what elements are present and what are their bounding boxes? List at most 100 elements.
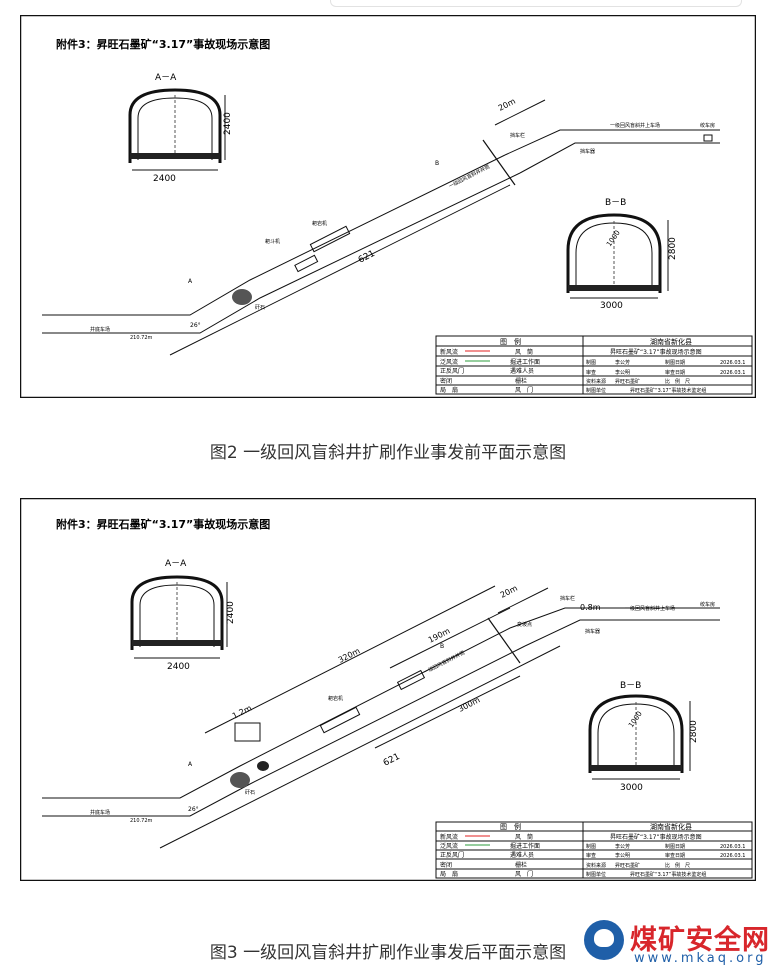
legend-row-2-b: 掘进工作面: [510, 842, 540, 850]
label-parking: 挡车栏: [560, 595, 575, 602]
figure-3-diagram: 附件3：昇旺石墨矿“3.17”事故现场示意图 A－A 2400 2400 B－B…: [20, 498, 756, 881]
watermark-brand: 煤矿安全网: [630, 925, 770, 956]
section-bb-width: 3000: [600, 301, 623, 311]
legend-row-1-b: 风 筒: [515, 348, 533, 356]
figure-3-svg: 附件3：昇旺石墨矿“3.17”事故现场示意图 A－A 2400 2400 B－B…: [20, 498, 756, 881]
legend-row-1-a: 新风流: [440, 833, 458, 841]
label-rock: 矸石: [255, 305, 265, 311]
label-scraper2: 耙斗机: [265, 238, 280, 245]
label-parking2: 挡车器: [585, 628, 600, 635]
legend-row-4-a: 密闭: [440, 861, 452, 869]
caption-fig3: 图3 一级回风盲斜井扩刷作业事发后平面示意图: [209, 943, 567, 963]
label-bottom: 井底车场: [90, 326, 110, 333]
section-aa-title: A－A: [165, 559, 187, 569]
label-a: A: [188, 278, 193, 285]
diagram-header: 附件3：昇旺石墨矿“3.17”事故现场示意图: [56, 517, 270, 531]
legend-r1-c2: 李公芳: [615, 843, 630, 850]
legend-row-5-b: 风 门: [515, 870, 533, 878]
legend-r3-c3: 比 例 尺: [665, 862, 690, 869]
legend-row-3-b: 遇难人员: [510, 851, 534, 859]
label-angle: 26°: [188, 806, 199, 813]
legend-title: 图 例: [500, 822, 521, 831]
legend-row-3-a: 正反风门: [440, 367, 464, 375]
legend-name: 昇旺石墨矿“3.17”事故现场示意图: [610, 833, 702, 841]
dim-08m: 0.8m: [580, 603, 601, 612]
legend-r3-c1: 资料来源: [586, 862, 606, 869]
diagram-header: 附件3：昇旺石墨矿“3.17”事故现场示意图: [56, 37, 270, 51]
legend-r4-c1: 制图单位: [586, 871, 606, 878]
label-elev: 210.72m: [130, 335, 152, 341]
label-b: B: [435, 160, 439, 167]
label-bottom: 井底车场: [90, 809, 110, 816]
legend-row-5-a: 局 扇: [440, 870, 458, 878]
legend-row-4-b: 栅栏: [515, 377, 527, 385]
section-aa-title: A－A: [155, 73, 177, 83]
figure-2-svg: 附件3：昇旺石墨矿“3.17”事故现场示意图 A－A 2400 2400 B－B…: [20, 15, 756, 398]
legend-r1-c4: 2026.03.1: [720, 360, 745, 366]
label-winch: 绞车房: [700, 601, 715, 608]
section-bb-height: 2800: [689, 720, 699, 743]
legend-r1-c3: 制图日期: [665, 843, 685, 850]
legend-row-4-a: 密闭: [440, 377, 452, 385]
section-aa-width: 2400: [167, 662, 190, 672]
legend-r1-c1: 制图: [586, 843, 596, 850]
legend-row-1-a: 新风流: [440, 348, 458, 356]
legend-row-2-a: 泛风流: [440, 842, 458, 850]
legend-r2-c4: 2026.03.1: [720, 853, 745, 859]
top-strip: [330, 0, 742, 7]
legend-org: 湖南省新化县: [650, 337, 692, 346]
section-aa-height: 2400: [226, 601, 236, 624]
legend-r3-c1: 资料来源: [586, 378, 606, 385]
legend-row-4-b: 栅栏: [515, 861, 527, 869]
dim-line-621: [169, 184, 511, 356]
legend-title: 图 例: [500, 337, 521, 346]
legend-r4-c2: 昇旺石墨矿“3.17”事故技术鉴定组: [630, 387, 706, 394]
label-scraper: 耙岩机: [328, 695, 343, 702]
legend-row-3-a: 正反风门: [440, 851, 464, 859]
section-bb-title: B－B: [605, 198, 626, 208]
legend-r2-c3: 审查日期: [665, 852, 685, 859]
legend-r2-c2: 李公明: [615, 369, 630, 376]
label-parking: 挡车栏: [510, 132, 525, 139]
frame: [20, 15, 756, 398]
section-bb-height: 2800: [668, 237, 678, 260]
legend-row-5-b: 风 门: [515, 386, 533, 394]
section-aa: A－A 2400 2400: [130, 559, 236, 672]
legend-org: 湖南省新化县: [650, 822, 692, 831]
legend-r4-c1: 制图单位: [586, 387, 606, 394]
label-scraper: 耙岩机: [312, 220, 327, 227]
section-aa-height: 2400: [223, 112, 233, 135]
figure-2-diagram: 附件3：昇旺石墨矿“3.17”事故现场示意图 A－A 2400 2400 B－B…: [20, 15, 756, 398]
legend-r3-c2: 昇旺石墨矿: [615, 862, 640, 869]
section-bb-title: B－B: [620, 681, 641, 691]
legend-row-1-b: 风 筒: [515, 833, 533, 841]
frame: [20, 498, 756, 881]
legend-r1-c3: 制图日期: [665, 359, 685, 366]
section-aa-width: 2400: [153, 174, 176, 184]
label-elev: 210.72m: [130, 818, 152, 824]
legend-table: 图 例 湖南省新化县 昇旺石墨矿“3.17”事故现场示意图 新风流 风 筒 泛风…: [435, 821, 753, 879]
helmet-icon: [584, 920, 624, 960]
legend-row-2-a: 泛风流: [440, 358, 458, 366]
legend-row-2-b: 掘进工作面: [510, 358, 540, 366]
legend-r4-c2: 昇旺石墨矿“3.17”事故技术鉴定组: [630, 871, 706, 878]
legend-name: 昇旺石墨矿“3.17”事故现场示意图: [610, 348, 702, 356]
legend-row-5-a: 局 扇: [440, 386, 458, 394]
legend-row-3-b: 遇难人员: [510, 367, 534, 375]
label-winch: 绞车房: [700, 122, 715, 129]
legend-r1-c1: 制图: [586, 359, 596, 366]
label-upper: 一级回风盲斜井上车场: [610, 122, 660, 129]
caption-fig2: 图2 一级回风盲斜井扩刷作业事发前平面示意图: [209, 443, 567, 463]
label-b: B: [440, 643, 444, 650]
section-bb-width: 3000: [620, 783, 643, 793]
legend-table: 图 例 湖南省新化县 昇旺石墨矿“3.17”事故现场示意图 新风流 风 筒 泛风…: [435, 335, 753, 395]
legend-r2-c2: 李公明: [615, 852, 630, 859]
section-bb: B－B 1000 2800 3000: [566, 198, 678, 311]
label-angle: 26°: [190, 322, 201, 329]
watermark-url: www.mkaq.org: [634, 951, 767, 966]
legend-r2-c4: 2026.03.1: [720, 370, 745, 376]
watermark-logo: 煤矿安全网 www.mkaq.org: [578, 918, 776, 968]
label-upper: 一级回风盲斜井上车场: [625, 605, 675, 612]
section-bb: B－B 1000 2800 3000: [588, 681, 699, 793]
label-a: A: [188, 761, 193, 768]
